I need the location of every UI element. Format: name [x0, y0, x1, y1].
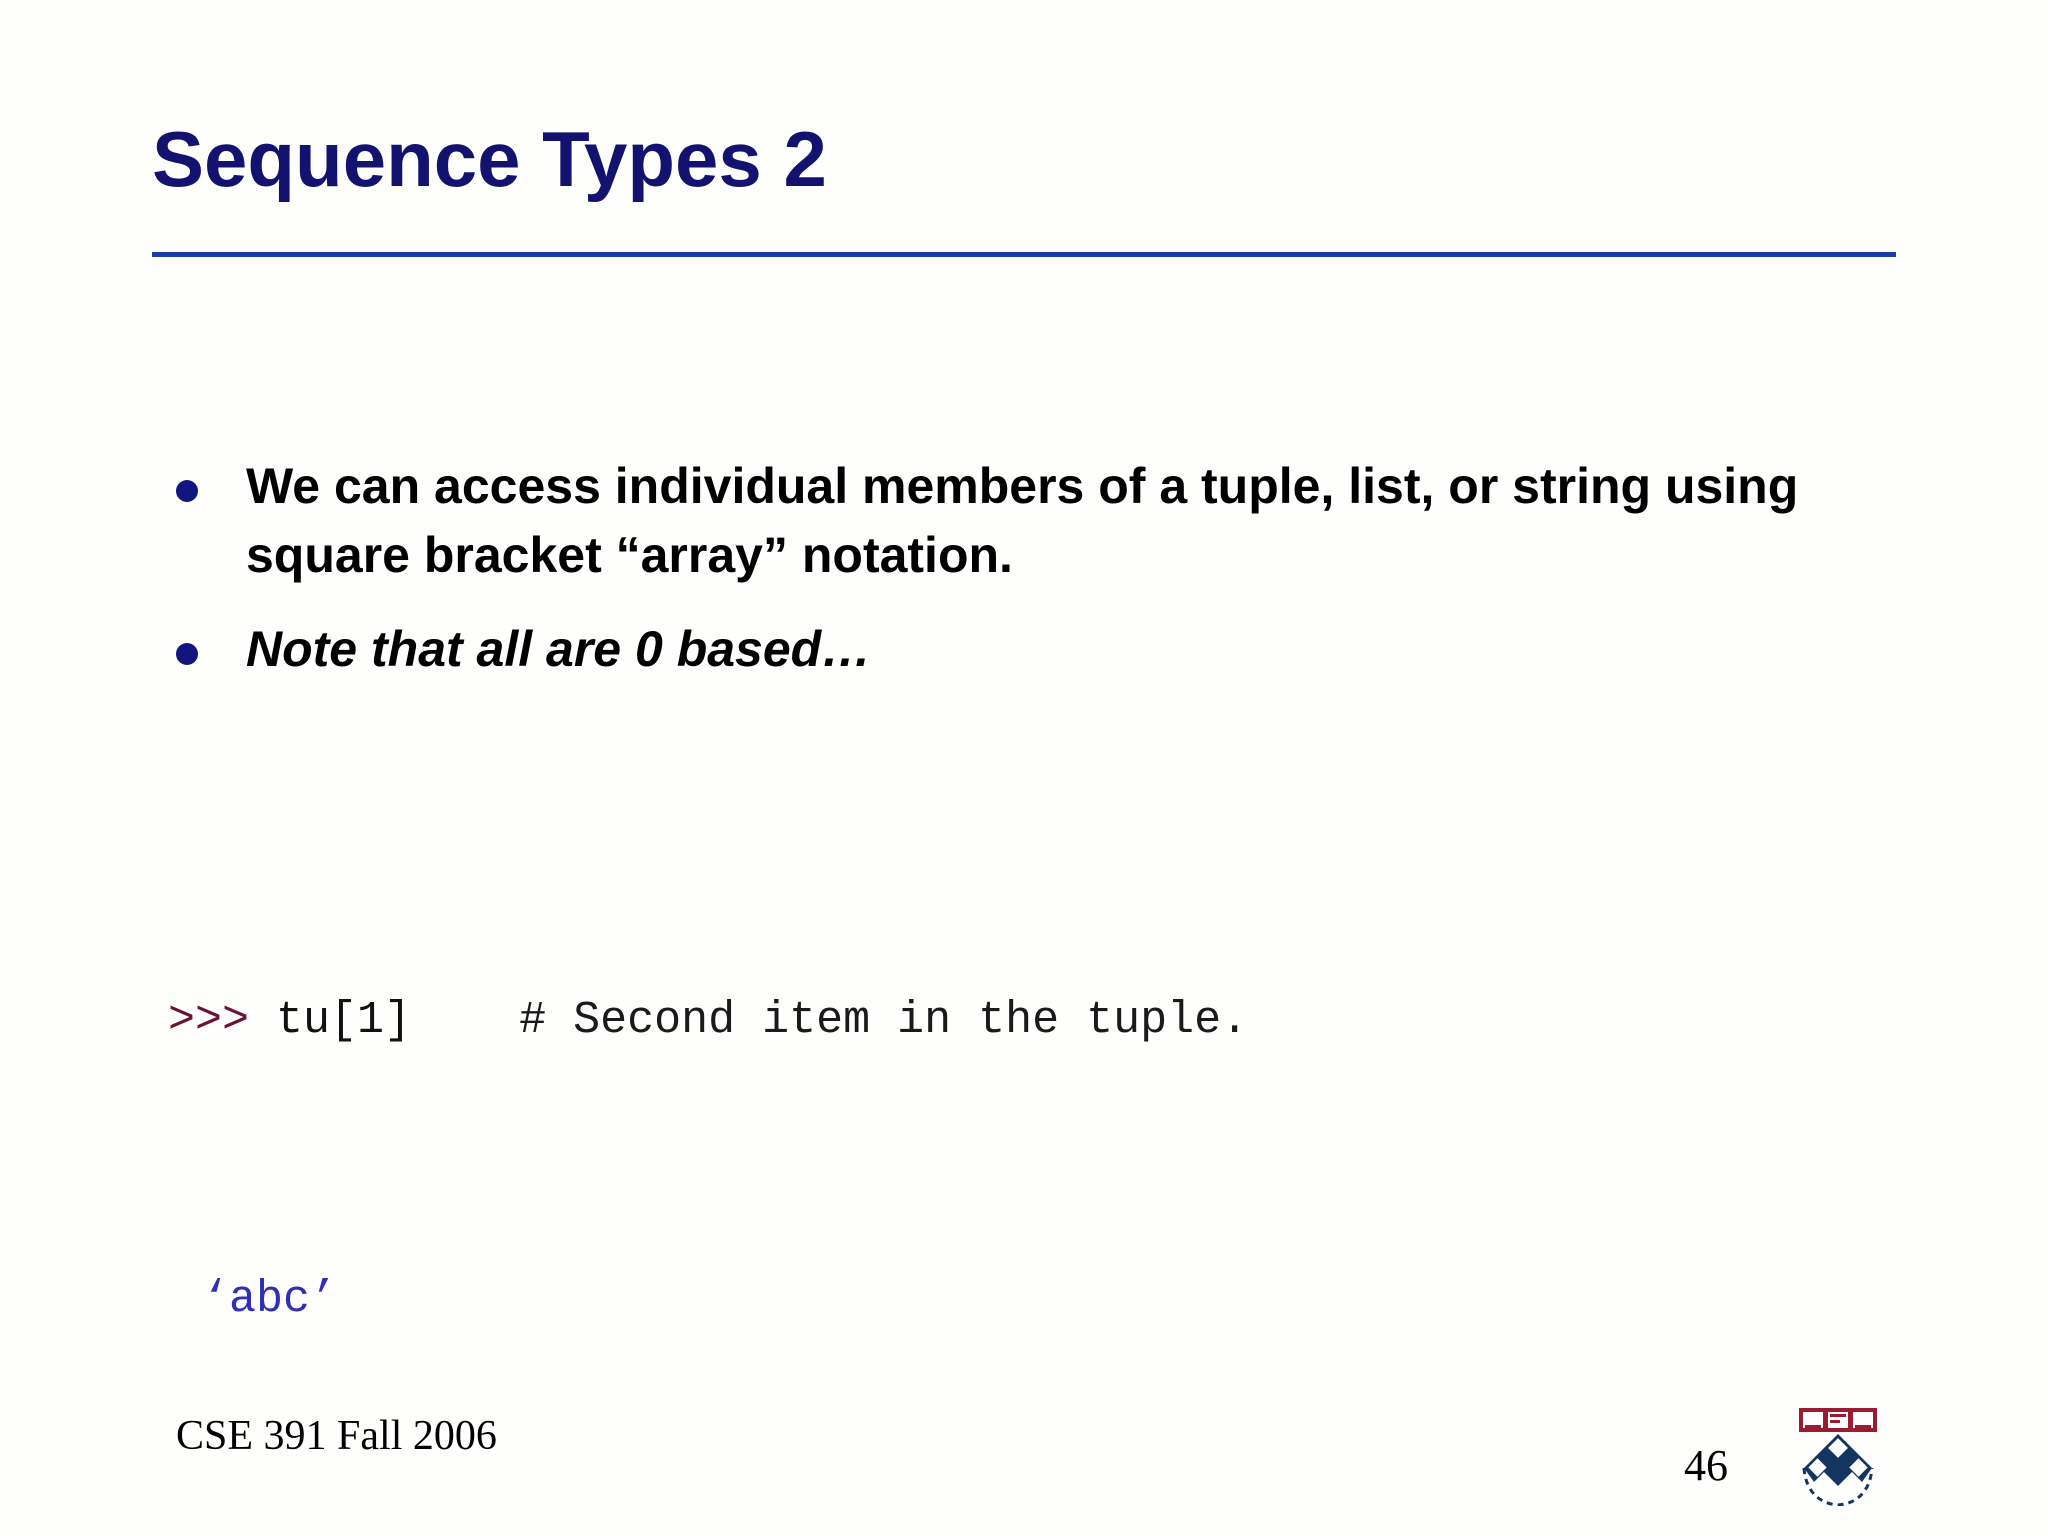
bullet-dot-icon — [176, 480, 198, 502]
title-block: Sequence Types 2 — [152, 120, 1912, 198]
title-underline-rule — [152, 252, 1896, 257]
footer-course-label: CSE 391 Fall 2006 — [176, 1413, 497, 1459]
list-item: Note that all are 0 based… — [152, 615, 1952, 684]
page-title: Sequence Types 2 — [152, 115, 827, 203]
bullet-dot-icon — [176, 643, 198, 665]
footer-page-number: 46 — [1684, 1441, 1728, 1490]
code-comment-tu: # Second item in the tuple. — [519, 995, 1249, 1047]
code-line-tu-output: ‘abc’ — [168, 1266, 1868, 1340]
code-line-tu-input: >>> tu[1] # Second item in the tuple. — [168, 987, 1868, 1061]
bullet-text-access-members: We can access individual members of a tu… — [246, 458, 1799, 583]
code-expression-tu: tu[1] — [249, 995, 520, 1047]
list-item: We can access individual members of a tu… — [152, 452, 1952, 589]
code-transcript: >>> tu[1] # Second item in the tuple. ‘a… — [168, 782, 1868, 1536]
bullet-list: We can access individual members of a tu… — [152, 452, 1952, 710]
penn-shield-logo — [1792, 1406, 1884, 1507]
code-output-abc: ‘abc’ — [202, 1274, 338, 1326]
bullet-text-zero-based: Note that all are 0 based… — [246, 621, 872, 677]
prompt-symbol: >>> — [168, 995, 250, 1047]
